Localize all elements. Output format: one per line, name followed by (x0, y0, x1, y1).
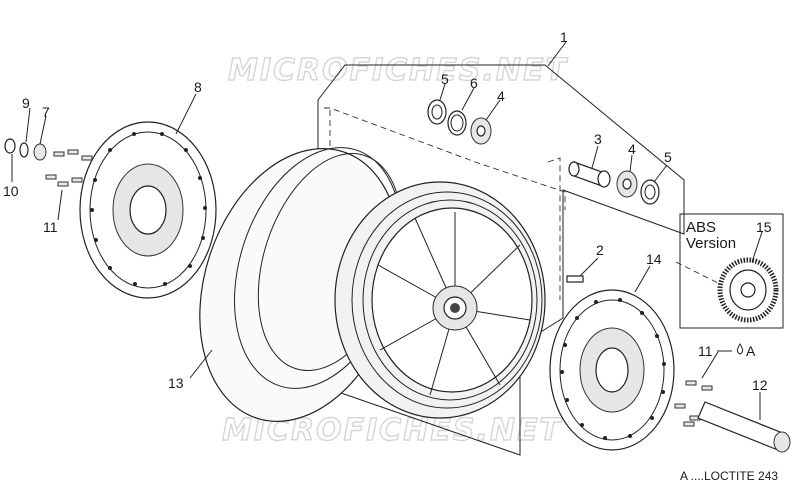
bolts-left-11 (45, 149, 93, 187)
bolts-right-11 (674, 380, 713, 427)
part-4-top (470, 117, 492, 145)
callout-15: 15 (756, 219, 772, 235)
part-10 (4, 138, 16, 154)
drop-icon (736, 343, 744, 355)
callout-10: 10 (3, 183, 19, 199)
part-3-spacer (568, 161, 611, 188)
part-5-top (427, 99, 447, 125)
wheel-rim (334, 181, 546, 419)
footnote-loctite: A ....LOCTITE 243 (680, 469, 778, 483)
callout-13: 13 (168, 375, 184, 391)
watermark-top: MICROFICHES.NET (228, 53, 569, 88)
callout-11-left: 11 (43, 219, 58, 235)
leader-lines (11, 41, 763, 420)
callout-12: 12 (752, 377, 768, 393)
callout-1: 1 (560, 29, 568, 45)
callout-2: 2 (596, 242, 604, 258)
part-9 (19, 142, 29, 158)
callout-14: 14 (646, 251, 662, 267)
part-7 (33, 143, 47, 161)
callout-11-right: 11 (698, 343, 713, 359)
callout-5-top: 5 (441, 71, 449, 87)
abs-label: ABS (686, 219, 716, 236)
part-2-bolt (566, 275, 584, 283)
version-label: Version (686, 235, 736, 252)
callout-4-top: 4 (497, 88, 505, 104)
callout-7: 7 (42, 104, 50, 120)
abs-version-box: ABS Version (679, 213, 784, 329)
callout-3: 3 (594, 131, 602, 147)
dashed-frame-left (324, 107, 566, 210)
dashed-frame-right (547, 157, 561, 300)
part-6 (447, 110, 467, 136)
brake-disc-right-14 (549, 289, 675, 451)
callout-4-right: 4 (628, 141, 636, 157)
part-5-right (640, 179, 660, 205)
loctite-mark: A (746, 343, 756, 359)
abs-dash-link (675, 261, 721, 285)
axle-12 (697, 401, 791, 453)
callout-9: 9 (22, 95, 30, 111)
callout-8: 8 (194, 79, 202, 95)
callout-6: 6 (470, 75, 478, 91)
callout-5-right: 5 (664, 149, 672, 165)
part-4-right (616, 170, 638, 198)
brake-disc-left-8 (79, 121, 217, 299)
